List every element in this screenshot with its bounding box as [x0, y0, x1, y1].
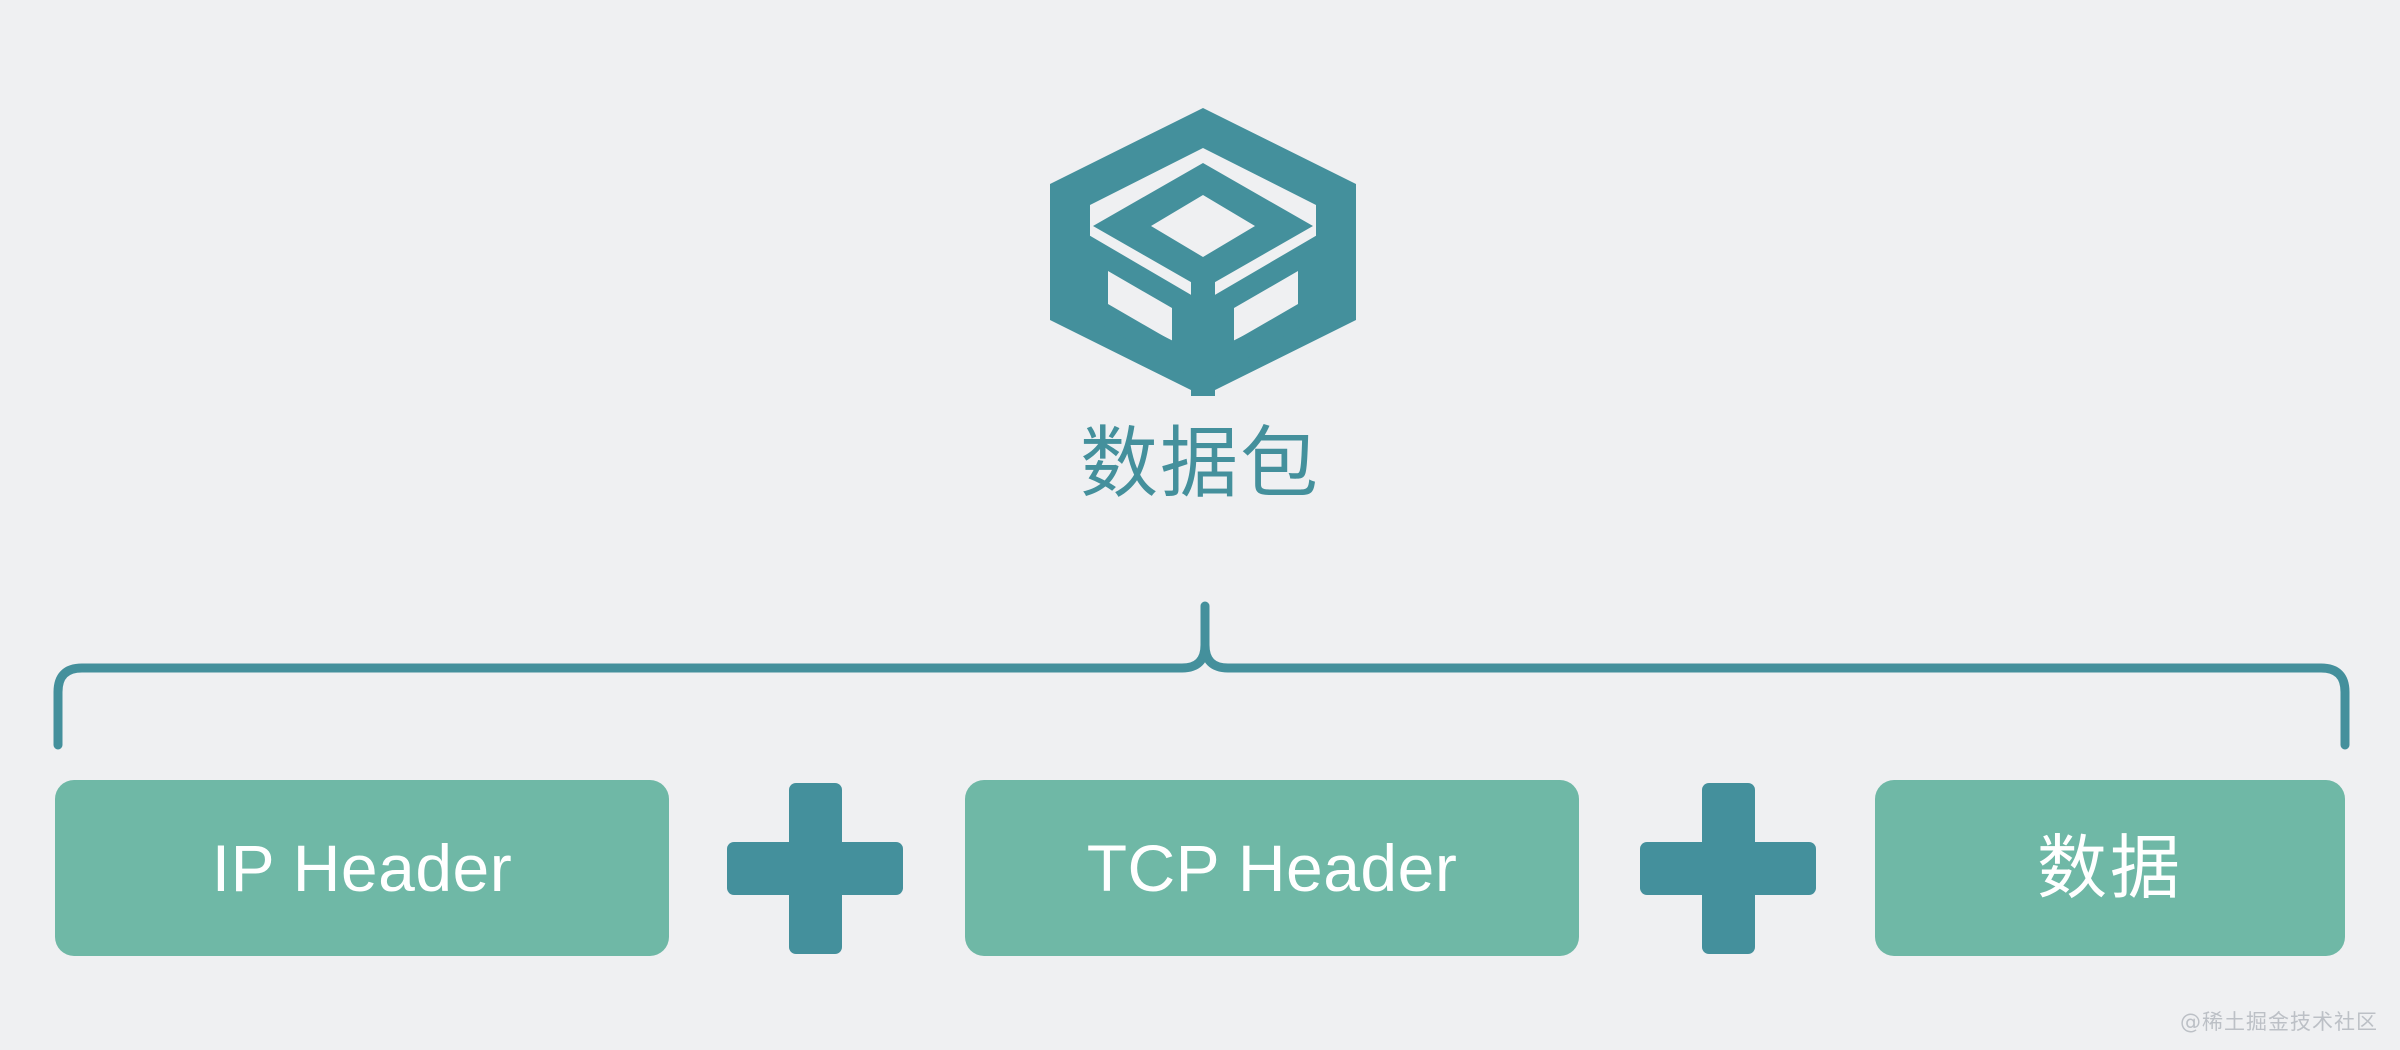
segment-tcp-header[interactable]: TCP Header	[965, 780, 1579, 956]
brace-connector	[0, 590, 2400, 765]
plus-operator-icon-2	[1640, 783, 1816, 954]
packet-segments-row: IP Header TCP Header 数据	[0, 780, 2400, 956]
segment-payload[interactable]: 数据	[1875, 780, 2345, 956]
segment-ip-header-label: IP Header	[211, 831, 513, 905]
watermark: @稀土掘金技术社区	[2180, 1010, 2378, 1034]
segment-tcp-header-label: TCP Header	[1086, 831, 1458, 905]
plus-vertical-bar	[1702, 783, 1755, 954]
segment-payload-label: 数据	[2037, 827, 2183, 909]
packet-label: 数据包	[1079, 419, 1320, 509]
plus-vertical-bar	[789, 783, 842, 954]
segment-ip-header[interactable]: IP Header	[55, 780, 669, 956]
cube-package-icon	[1050, 108, 1356, 396]
plus-operator-icon-1	[727, 783, 903, 954]
